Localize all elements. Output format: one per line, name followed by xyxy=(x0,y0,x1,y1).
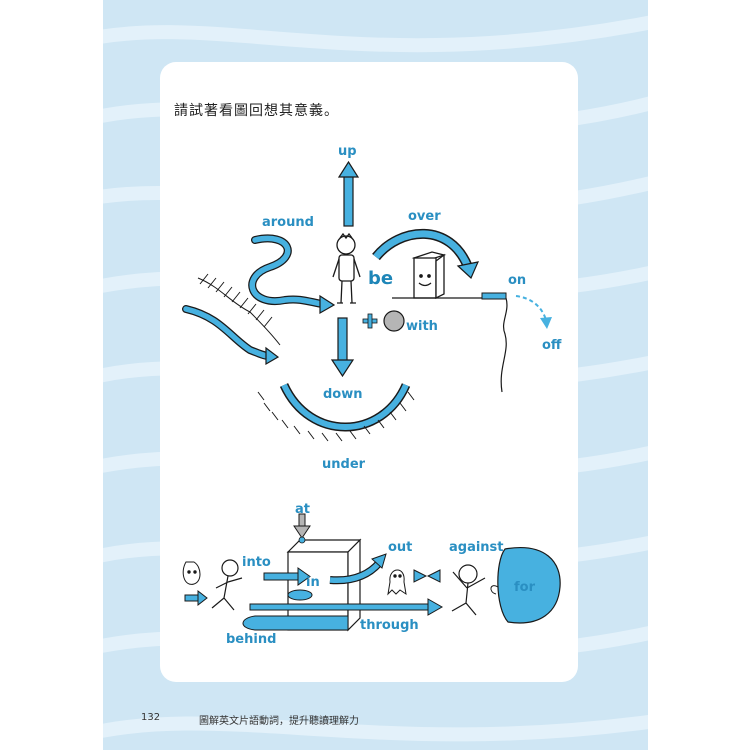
person-figure xyxy=(332,232,361,304)
label-be: be xyxy=(368,268,394,289)
label-in: in xyxy=(306,575,320,590)
box-character xyxy=(411,251,447,300)
left-curve-arrow xyxy=(182,305,280,366)
label-for: for xyxy=(514,580,535,595)
label-up: up xyxy=(338,144,357,159)
content-card: 請試著看圖回想其意義。 xyxy=(160,62,578,682)
label-out: out xyxy=(388,540,413,555)
into-arrow xyxy=(263,567,311,586)
out-arrow xyxy=(329,553,387,585)
through-arrow xyxy=(249,598,444,616)
label-against: against xyxy=(449,540,504,555)
cheering-person xyxy=(451,564,486,616)
label-around: around xyxy=(262,215,314,230)
label-off: off xyxy=(542,338,562,353)
in-marker xyxy=(287,589,313,601)
label-into: into xyxy=(242,555,271,570)
label-through: through xyxy=(360,618,419,633)
under-arc xyxy=(257,382,415,442)
ball xyxy=(383,310,405,332)
label-behind: behind xyxy=(226,632,277,647)
page-number: 132 xyxy=(141,712,161,723)
against-arrows xyxy=(413,569,441,583)
scared-face-left xyxy=(182,561,201,585)
off-arrow xyxy=(515,295,552,329)
label-on: on xyxy=(508,273,527,288)
illustration xyxy=(182,160,561,632)
ghost-figure xyxy=(387,569,407,596)
down-arrow xyxy=(330,317,355,378)
page-background: 請試著看圖回想其意義。 xyxy=(103,0,648,750)
at-arrow xyxy=(293,513,311,544)
plus-sign xyxy=(362,313,378,329)
left-cliff xyxy=(197,273,281,346)
behind-shadow xyxy=(242,615,349,631)
instruction-text: 請試著看圖回想其意義。 xyxy=(174,103,339,119)
label-at: at xyxy=(295,502,310,517)
label-with: with xyxy=(406,319,438,334)
small-left-arrow xyxy=(184,589,208,607)
over-arrow xyxy=(372,228,480,280)
label-under: under xyxy=(322,457,366,472)
right-ledge xyxy=(392,297,508,393)
label-down: down xyxy=(323,387,363,402)
footer-title: 圖解英文片語動詞，提升聽讀理解力 xyxy=(199,716,359,727)
for-bubble xyxy=(497,547,561,624)
around-arrow xyxy=(248,234,336,315)
running-person xyxy=(211,559,243,611)
up-arrow xyxy=(337,160,360,227)
label-over: over xyxy=(408,209,441,224)
on-block xyxy=(481,292,507,300)
